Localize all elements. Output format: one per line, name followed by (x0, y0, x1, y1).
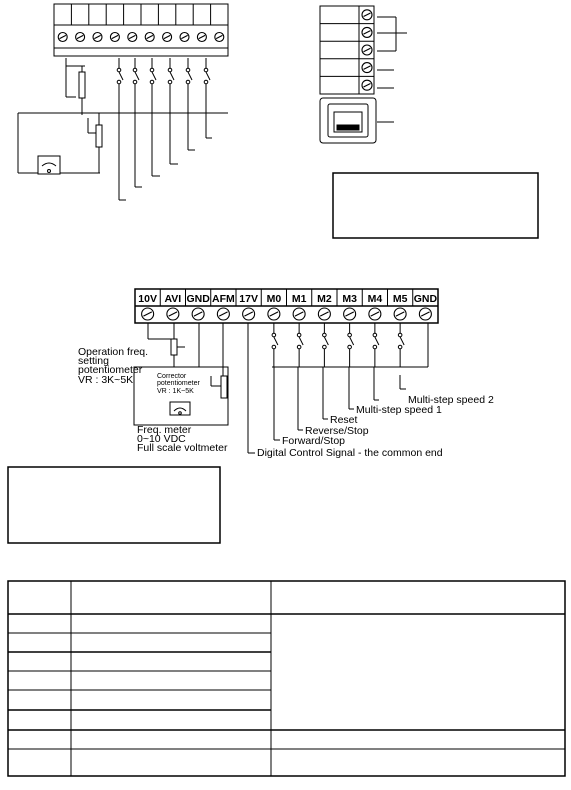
terminal-label-m3: M3 (342, 293, 357, 305)
small-terminal-screw (75, 31, 86, 43)
terminal-label-afm: AFM (212, 293, 235, 305)
terminal-screw-17v (242, 307, 256, 321)
terminal-screw-afm (216, 307, 230, 321)
side-terminal-screw (361, 9, 373, 21)
switch-m5 (397, 323, 405, 367)
switch-m1 (296, 323, 304, 367)
switch-m0 (271, 323, 279, 367)
small-terminal-screw (162, 31, 173, 43)
terminal-label-m5: M5 (393, 293, 408, 305)
operation-freq-potentiometer (147, 323, 200, 368)
switch-m3 (347, 323, 355, 367)
terminal-screw-m5 (393, 307, 407, 321)
small-terminal-screw (57, 31, 68, 43)
terminal-screw-10v (141, 307, 155, 321)
small-switch (167, 58, 175, 113)
callout-lines (273, 367, 406, 441)
empty-note-box-bottom (7, 466, 221, 544)
small-switch (185, 58, 193, 113)
label-freq-meter: Freq. meter 0~10 VDC Full scale voltmete… (137, 424, 228, 454)
small-terminal-screw (196, 31, 207, 43)
terminal-label-gnd: GND (414, 293, 438, 305)
switch-m2 (322, 323, 329, 367)
small-block-wiring (17, 58, 228, 175)
small-terminal-screw (179, 31, 190, 43)
terminal-label-m1: M1 (292, 293, 307, 305)
terminal-label-10v: 10V (138, 293, 157, 305)
label-reverse-stop: Reverse/Stop (305, 425, 369, 437)
terminal-screw-m0 (267, 307, 281, 321)
terminal-screw-m4 (368, 307, 382, 321)
terminal-screw-m3 (343, 307, 357, 321)
side-terminal-block (319, 5, 407, 144)
empty-note-box-top (332, 172, 539, 239)
small-switch (203, 58, 211, 113)
small-terminal-screw (214, 31, 225, 43)
terminal-label-avi: AVI (165, 293, 182, 305)
small-switches (116, 58, 212, 201)
terminal-screw-gnd (418, 307, 432, 321)
corrector-potentiometer-circuit (133, 323, 229, 426)
side-terminal-screw (361, 26, 373, 38)
small-terminal-block (53, 3, 229, 57)
small-terminal-screw (127, 31, 138, 43)
small-switch (132, 58, 140, 113)
terminal-screw-gnd (191, 307, 205, 321)
digital-switches (271, 323, 405, 367)
label-corrector: Corrector potentiometer VR : 1K~5K (157, 373, 202, 395)
terminal-label-gnd: GND (186, 293, 210, 305)
side-terminal-screw (361, 44, 373, 56)
small-terminal-screw (109, 31, 120, 43)
label-digital-common: Digital Control Signal - the common end (257, 447, 443, 459)
label-forward-stop: Forward/Stop (282, 435, 345, 447)
rj11-port (333, 111, 363, 133)
terminal-screw-m1 (292, 307, 306, 321)
small-switch (116, 58, 124, 113)
label-operation-freq: Operation freq. setting potentiometer VR… (78, 346, 151, 386)
terminal-label-m4: M4 (368, 293, 383, 305)
terminal-label-m0: M0 (267, 293, 282, 305)
terminal-screw-m2 (317, 307, 331, 321)
spec-table-grid (7, 580, 566, 777)
terminal-label-17v: 17V (239, 293, 258, 305)
small-terminal-screw (92, 31, 103, 43)
small-terminal-screw (144, 31, 155, 43)
label-reset: Reset (330, 414, 358, 426)
small-switch (149, 58, 157, 113)
label-multi-step-2: Multi-step speed 2 (408, 394, 494, 406)
label-multi-step-1: Multi-step speed 1 (356, 404, 442, 416)
side-terminal-screw (361, 62, 373, 74)
terminal-label-m2: M2 (317, 293, 332, 305)
main-terminal-block (134, 288, 439, 324)
side-terminal-screw (361, 79, 373, 91)
switch-m4 (372, 323, 380, 367)
terminal-screw-avi (166, 307, 180, 321)
